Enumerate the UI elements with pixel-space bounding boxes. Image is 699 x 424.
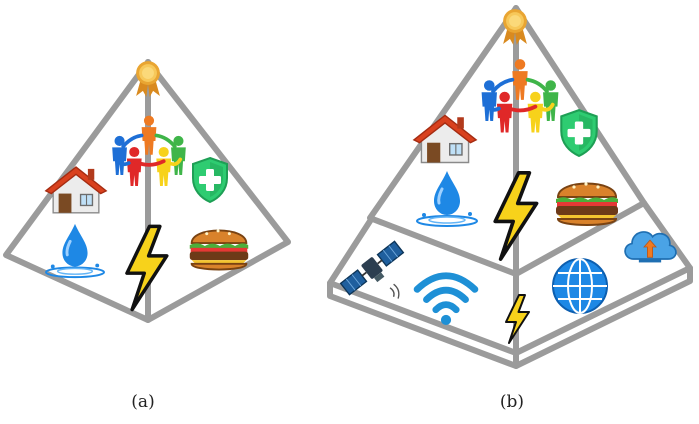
globe-icon [552, 258, 608, 314]
burger-icon [554, 181, 620, 227]
pyramid-frame-b-bottom [327, 200, 693, 369]
caption-b: (b) [499, 392, 525, 412]
burger-icon [188, 228, 250, 271]
caption-a: (a) [131, 392, 155, 412]
panel-b [327, 5, 693, 369]
panel-a [3, 59, 291, 323]
